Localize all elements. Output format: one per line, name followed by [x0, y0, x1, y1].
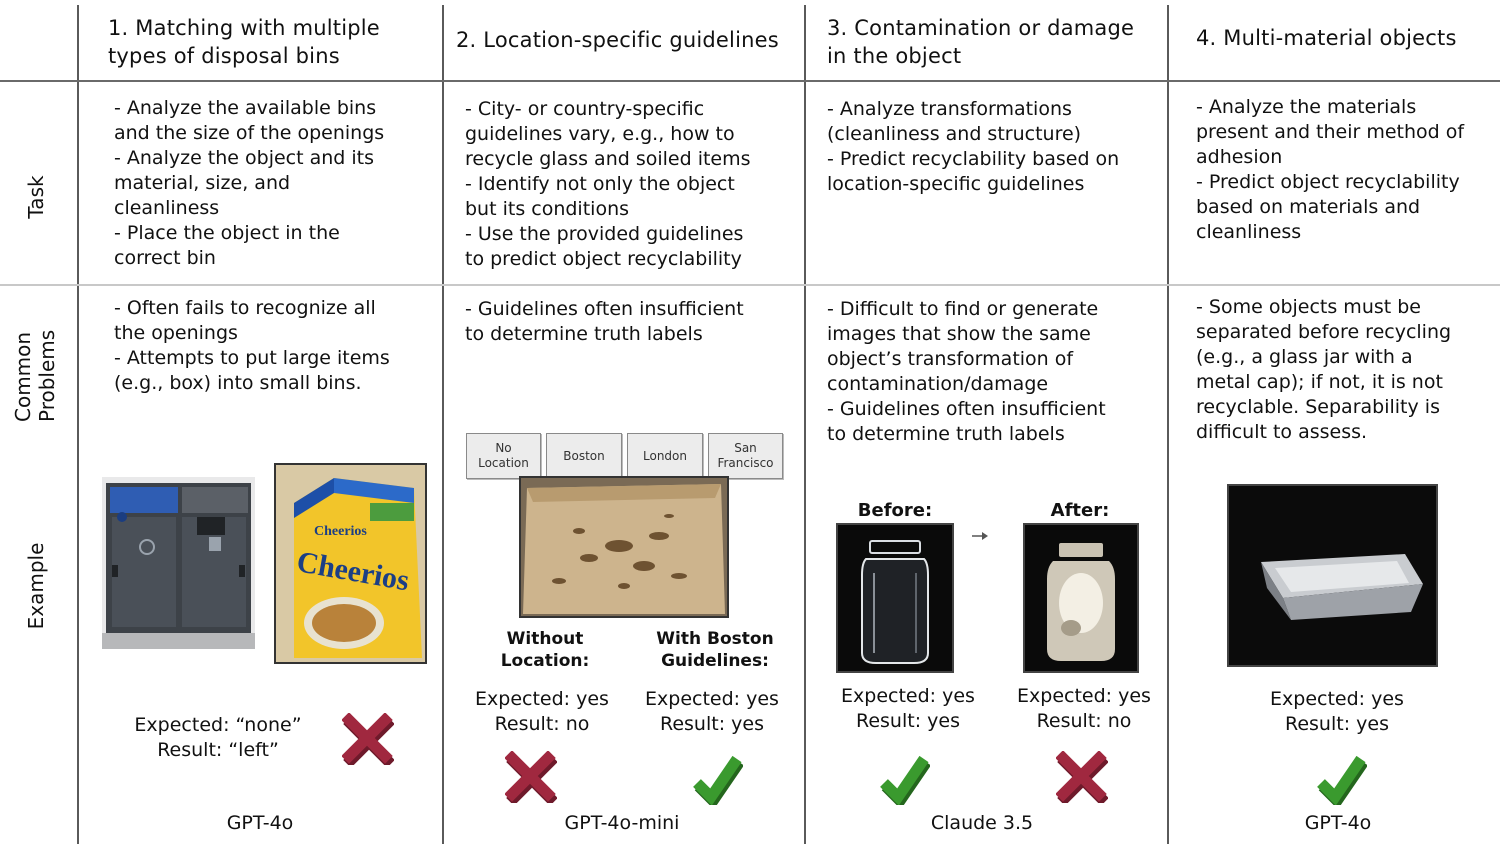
row-label-example: Example: [24, 542, 48, 630]
disposal-bins-image: [102, 477, 255, 649]
task-cell-4: - Analyze the materials present and thei…: [1196, 96, 1465, 243]
result-text-col1: Expected: “none” Result: “left”: [134, 714, 302, 761]
before-label: Before:: [857, 500, 933, 521]
arrow-icon: [972, 532, 988, 540]
cross-icon: [342, 713, 394, 765]
column-header-2: 2. Location-specific guidelines: [456, 28, 779, 52]
clean-jar-image: [836, 523, 954, 673]
cross-icon: [1056, 751, 1108, 803]
check-icon: [1317, 755, 1367, 805]
result-text-col2a: Expected: yes Result: no: [475, 688, 609, 735]
row-label-problems: Common Problems: [11, 329, 59, 422]
location-tab-london: London: [627, 433, 703, 479]
result-text-col3a: Expected: yes Result: yes: [841, 685, 975, 732]
col-divider-2: [804, 5, 806, 844]
without-location-label: Without Location:: [500, 629, 590, 671]
aluminum-tray-image: [1227, 484, 1438, 667]
dirty-jar-image: [1023, 523, 1139, 673]
col-divider-3: [1167, 5, 1169, 844]
column-header-3: 3. Contamination or damage in the object: [827, 16, 1135, 68]
column-header-4: 4. Multi-material objects: [1196, 26, 1457, 50]
column-header-1: 1. Matching with multiple types of dispo…: [108, 16, 380, 68]
location-tab-boston: Boston: [546, 433, 622, 479]
problem-cell-1: - Often fails to recognize all the openi…: [114, 297, 390, 394]
svg-text:Cheerios: Cheerios: [314, 524, 367, 539]
cross-icon: [505, 751, 557, 803]
model-label-col3: Claude 3.5: [930, 812, 1034, 834]
task-cell-1: - Analyze the available bins and the siz…: [114, 97, 385, 269]
model-label-col2: GPT-4o-mini: [564, 812, 680, 834]
pizza-box-image: [519, 476, 729, 618]
with-boston-label: With Boston Guidelines:: [656, 629, 774, 671]
model-label-col4: GPT-4o: [1304, 812, 1372, 834]
location-tab-san-francisco: San Francisco: [708, 433, 783, 479]
task-cell-3: - Analyze transformations (cleanliness a…: [827, 98, 1120, 195]
task-divider: [0, 284, 1500, 286]
result-text-col4: Expected: yes Result: yes: [1270, 688, 1404, 735]
model-label-col1: GPT-4o: [226, 812, 294, 834]
header-divider: [0, 80, 1500, 82]
check-icon: [693, 755, 743, 805]
location-tab-no-location: No Location: [466, 433, 541, 479]
problem-cell-2: - Guidelines often insufficient to deter…: [465, 298, 744, 345]
cereal-box-image: Cheerios Cheerios: [274, 463, 427, 664]
col-divider-0: [77, 5, 79, 844]
col-divider-1: [442, 5, 444, 844]
check-icon: [880, 755, 930, 805]
result-text-col2b: Expected: yes Result: yes: [645, 688, 779, 735]
row-label-task: Task: [24, 175, 48, 219]
problem-cell-4: - Some objects must be separated before …: [1196, 296, 1452, 443]
result-text-col3b: Expected: yes Result: no: [1017, 685, 1151, 732]
after-label: After:: [1050, 500, 1110, 521]
task-cell-2: - City- or country-specific guidelines v…: [465, 98, 751, 270]
problem-cell-3: - Difficult to find or generate images t…: [827, 298, 1106, 445]
